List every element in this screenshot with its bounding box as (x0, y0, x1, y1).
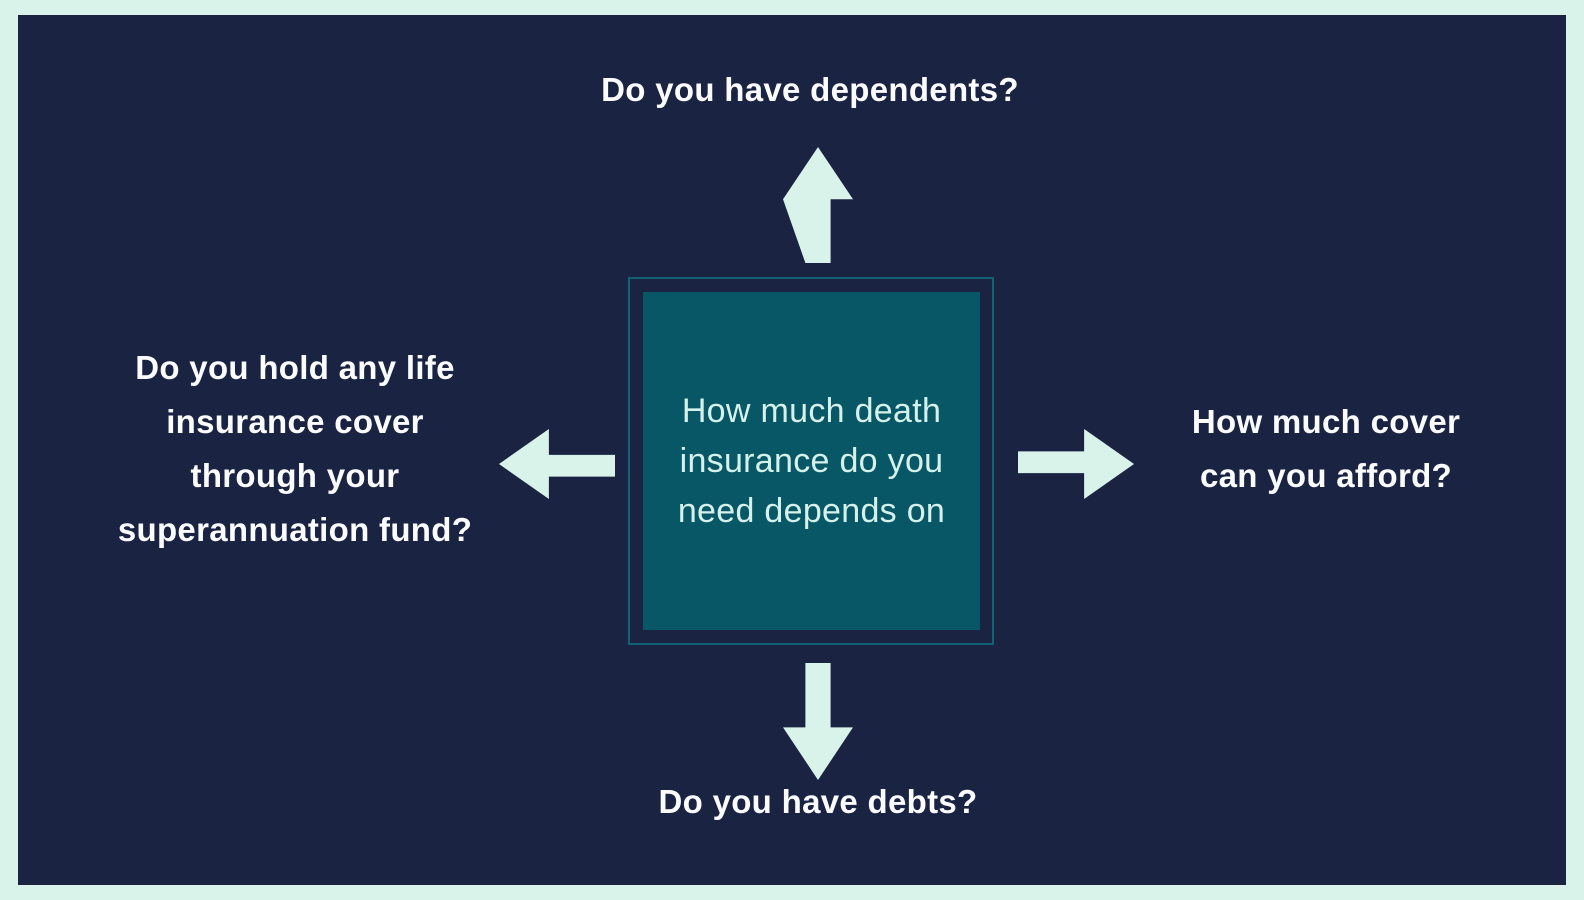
down-arrow-icon (783, 663, 853, 780)
question-debts: Do you have debts? (658, 783, 978, 820)
question-superannuation-line-1: Do you hold any life (135, 349, 455, 386)
center-box: How much death insurance do you need dep… (643, 292, 980, 630)
center-box-line-1: How much death (681, 392, 942, 430)
question-afford-line-2: can you afford? (1199, 457, 1453, 494)
question-superannuation-line-4: superannuation fund? (117, 511, 473, 548)
center-box-outline (628, 277, 994, 645)
question-dependents: Do you have dependents? (601, 71, 1019, 108)
diagram-canvas: Do you have dependents? Do you hold any … (18, 15, 1566, 885)
question-afford-line-1: How much cover (1191, 403, 1461, 440)
center-box-line-3: need depends on (677, 492, 946, 530)
up-arrow-icon (783, 147, 853, 263)
center-box-line-2: insurance do you (679, 442, 944, 480)
question-afford: How much cover can you afford? (1126, 395, 1526, 503)
question-superannuation-line-2: insurance cover (166, 403, 424, 440)
question-superannuation: Do you hold any life insurance cover thr… (60, 341, 530, 557)
question-superannuation-line-3: through your (190, 457, 400, 494)
right-arrow-icon (1018, 429, 1134, 499)
